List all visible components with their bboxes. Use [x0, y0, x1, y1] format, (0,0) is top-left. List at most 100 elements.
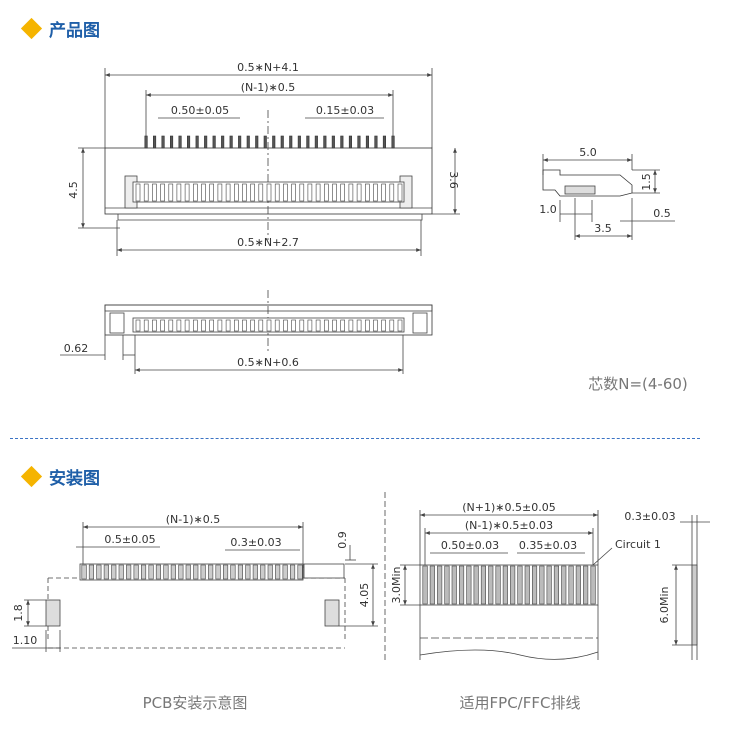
- dim-pcb-pitch: 0.5±0.05: [104, 533, 155, 546]
- section-product-header: 产品图: [20, 16, 100, 41]
- pcb-pad: [230, 564, 236, 580]
- pin-slot: [381, 183, 386, 202]
- pin-slot: [323, 183, 329, 202]
- pin: [289, 135, 293, 149]
- top-view: [78, 68, 460, 256]
- fpc-thickness: [672, 515, 710, 660]
- fpc-contact: [510, 565, 516, 605]
- pin-slot: [299, 183, 305, 202]
- pcb-pad: [178, 564, 184, 580]
- pin-slot: [152, 319, 157, 332]
- top-pins-above: [144, 135, 395, 149]
- pcb-pad: [103, 564, 109, 580]
- dim-top-span: (N-1)∗0.5: [241, 81, 296, 94]
- pin-slot: [184, 319, 190, 332]
- pin-slot: [135, 183, 141, 202]
- dim-pcb-110: 1.10: [13, 634, 38, 647]
- pin-slot: [291, 319, 296, 332]
- pin-slot: [389, 319, 395, 332]
- fpc-layout: [400, 510, 613, 660]
- dim-side-h: 1.5: [640, 173, 653, 191]
- dim-pin-width: 0.15±0.03: [316, 104, 374, 117]
- dim-side-b: 0.5: [653, 207, 671, 220]
- pin: [340, 135, 344, 149]
- pcb-pad: [88, 564, 94, 580]
- fpc-contact: [473, 565, 479, 605]
- pcb-pad: [133, 564, 139, 580]
- pin: [391, 135, 395, 149]
- dim-side-a: 1.0: [539, 203, 557, 216]
- pin: [263, 135, 267, 149]
- pin: [204, 135, 208, 149]
- pin: [187, 135, 191, 149]
- pin-slot: [234, 183, 239, 202]
- pcb-pad: [193, 564, 199, 580]
- pcb-pad: [282, 564, 288, 580]
- pin-slot: [184, 183, 190, 202]
- pin-slot: [283, 183, 288, 202]
- pin-slot: [193, 183, 198, 202]
- pin: [153, 135, 157, 149]
- fpc-contact: [531, 565, 538, 605]
- pin: [374, 135, 378, 149]
- pin-slot: [381, 319, 386, 332]
- pin-slot: [225, 183, 231, 202]
- pin-slot: [160, 183, 165, 202]
- fpc-contact: [517, 565, 523, 605]
- fpc-contact: [458, 565, 465, 605]
- pcb-pad: [289, 564, 296, 580]
- pin-slot: [193, 319, 198, 332]
- pin-slot: [291, 183, 296, 202]
- pin-slot: [364, 319, 370, 332]
- pin: [229, 135, 233, 149]
- pin: [195, 135, 199, 149]
- pin: [221, 135, 225, 149]
- pin-slot: [315, 319, 321, 332]
- fpc-contact: [480, 565, 487, 605]
- fpc-contact: [561, 565, 567, 605]
- pin-slot: [397, 183, 403, 202]
- pin-slot: [340, 183, 346, 202]
- top-pins-inner: [135, 183, 403, 202]
- pin-slot: [332, 319, 337, 332]
- dim-front-width: 0.5∗N+0.6: [237, 356, 299, 369]
- fpc-circuit-label: Circuit 1: [615, 538, 661, 551]
- pin: [348, 135, 353, 149]
- pin-slot: [217, 319, 223, 332]
- pin-slot: [323, 319, 329, 332]
- dim-pcb-09: 0.9: [336, 531, 349, 549]
- fpc-contact: [546, 565, 552, 605]
- section-install-header: 安装图: [20, 464, 100, 489]
- pin-slot: [258, 183, 264, 202]
- pin-slot: [307, 183, 313, 202]
- pcb-pad: [170, 564, 176, 580]
- pin-slot: [176, 319, 182, 332]
- pin: [297, 135, 301, 149]
- dim-side-width: 5.0: [579, 146, 597, 159]
- dim-fpc-min6: 6.0Min: [658, 586, 671, 623]
- pin-slot: [160, 319, 165, 332]
- dim-height-right: 3.6: [447, 171, 460, 189]
- pin: [246, 135, 250, 149]
- fpc-contact: [553, 565, 560, 605]
- pcb-pad: [163, 564, 169, 580]
- pin: [365, 135, 370, 149]
- pin: [212, 135, 216, 149]
- pin: [306, 135, 310, 149]
- pin-slot: [274, 183, 280, 202]
- pcb-pad: [185, 564, 191, 580]
- pcb-pad: [208, 564, 214, 580]
- pin-slot: [315, 183, 321, 202]
- pcb-layout: [12, 522, 378, 652]
- fpc-contact: [524, 565, 530, 605]
- fpc-contact: [495, 565, 501, 605]
- dim-front-offset: 0.62: [64, 342, 89, 355]
- pin: [272, 135, 276, 149]
- fpc-caption: 适用FPC/FFC排线: [460, 694, 581, 712]
- dim-pcb-span: (N-1)∗0.5: [166, 513, 221, 526]
- pin-slot: [217, 183, 223, 202]
- pin-slot: [152, 183, 157, 202]
- pin-slot: [266, 319, 272, 332]
- dim-bottom-width: 0.5∗N+2.7: [237, 236, 299, 249]
